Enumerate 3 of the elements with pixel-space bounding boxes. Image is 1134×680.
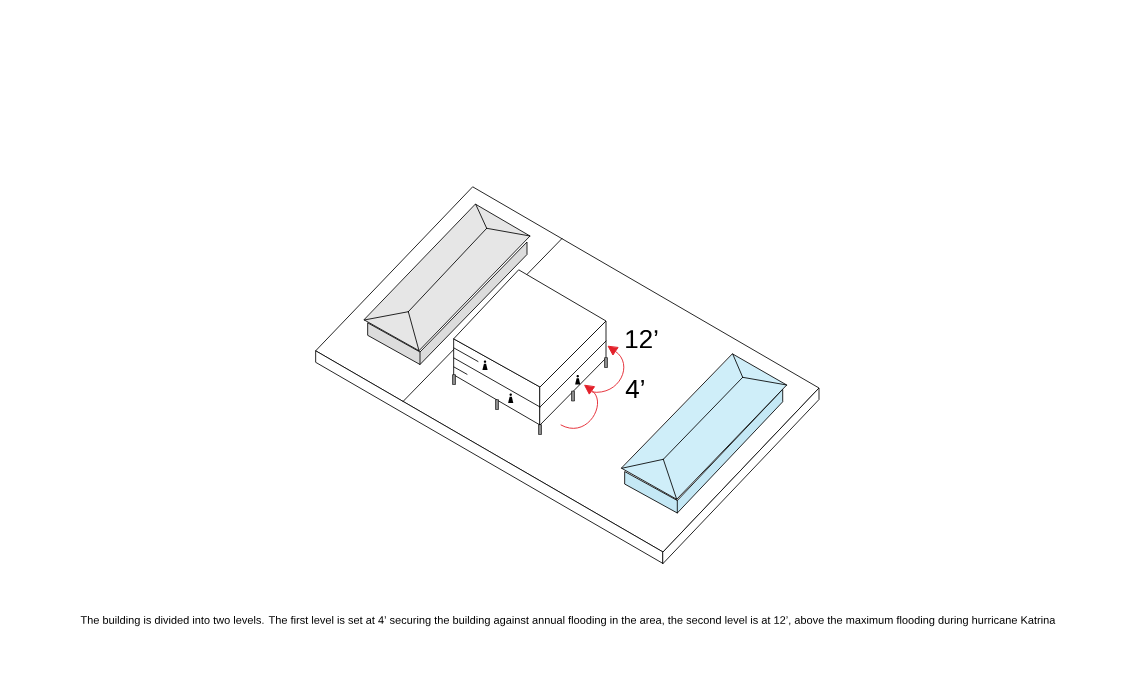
height-label: 4’ (625, 380, 644, 398)
height-label: 12’ (626, 329, 658, 349)
caption: The building is divided into two levels. The first level is set at 4’ securing the building against annual flooding in the area, the second level is at 12’, above the maximum flooding during hurricane Katrina (80, 615, 1056, 627)
